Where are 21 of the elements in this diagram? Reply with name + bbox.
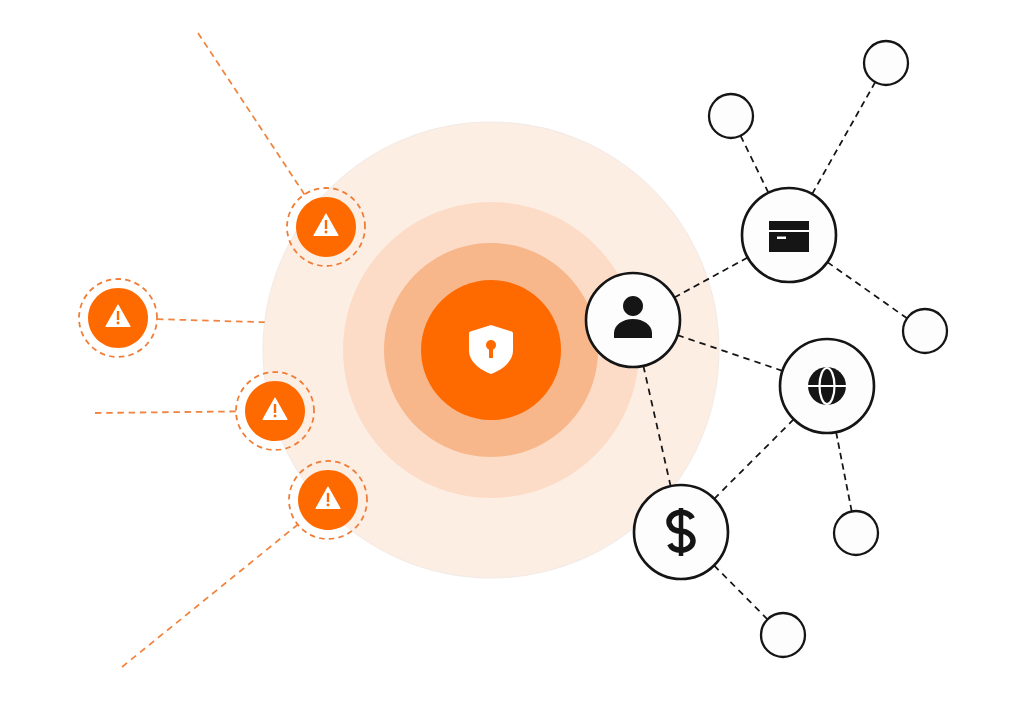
empty-circle bbox=[832, 509, 880, 557]
dashed-line bbox=[713, 418, 795, 500]
dashed-line bbox=[197, 32, 306, 196]
empty-circle bbox=[707, 92, 755, 140]
dashed-line bbox=[673, 256, 749, 299]
dashed-line bbox=[121, 523, 299, 668]
dashed-line bbox=[835, 431, 853, 513]
dashed-line bbox=[713, 564, 769, 621]
dashed-line bbox=[94, 410, 237, 414]
dashed-line bbox=[826, 261, 908, 320]
dashed-line bbox=[811, 81, 877, 195]
empty-circle bbox=[862, 39, 910, 87]
dashed-line bbox=[676, 334, 784, 372]
empty-circle bbox=[759, 611, 807, 659]
empty-circle bbox=[901, 307, 949, 355]
warning-badge bbox=[78, 278, 158, 358]
dashed-line bbox=[156, 318, 266, 324]
dashed-line bbox=[739, 134, 770, 194]
dashed-line bbox=[642, 364, 672, 488]
icon-circle bbox=[632, 483, 730, 581]
warning-badge bbox=[235, 371, 315, 451]
